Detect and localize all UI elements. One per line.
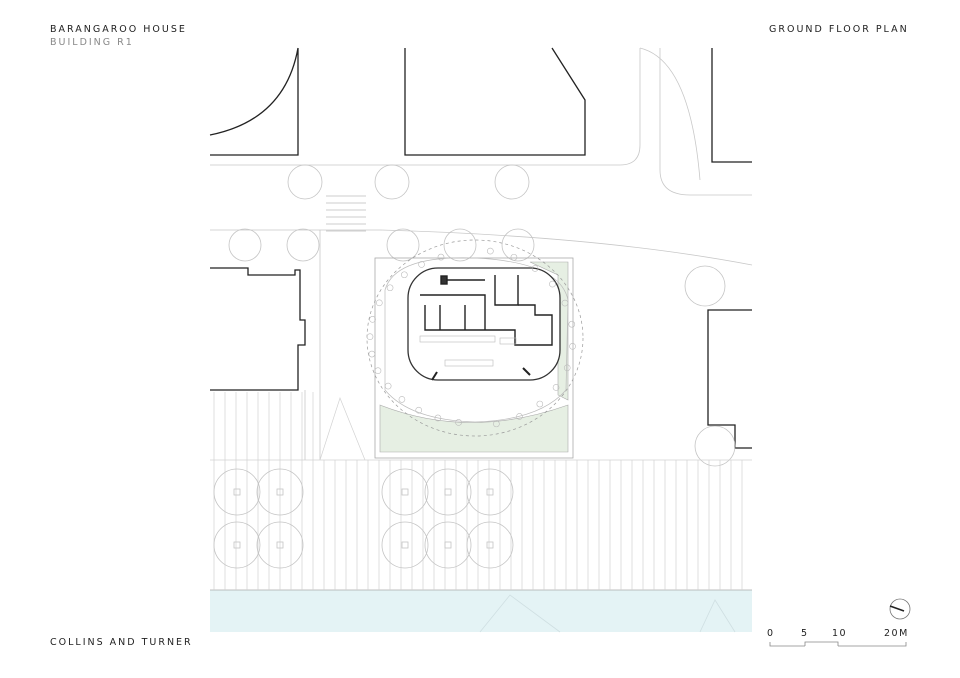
canopy-outline [366,239,584,437]
building-west [210,267,306,391]
seat [561,299,569,307]
scale-bar [769,641,907,647]
seat [549,280,556,288]
harbour-water [210,590,752,632]
building-north-centre [404,47,586,156]
seat [552,384,560,391]
tree-canopy [424,468,472,516]
terrace-edge [384,257,569,423]
building-north-east [711,48,752,163]
seat [455,419,462,426]
scale-label-10: 10 [832,628,848,639]
architect-credit: COLLINS AND TURNER [50,637,193,648]
seat [415,406,423,414]
seat [569,342,576,350]
seat [510,253,518,261]
seat [386,284,394,292]
ramp [319,396,366,461]
plaza-trees [213,468,514,569]
tree-canopy [466,468,514,516]
tree-pit [276,488,284,496]
street-trees [228,164,736,467]
scale-label-5: 5 [801,628,809,639]
tree-pit [276,541,284,549]
seat [434,414,442,422]
seat [563,364,571,372]
north-arrow-icon [889,598,911,620]
seat [376,299,383,307]
tree-pit [486,488,494,496]
seat [493,420,500,428]
seat [368,350,376,358]
tree-pit [401,541,409,549]
seat [487,247,494,255]
tree-pit [444,541,452,549]
tree-canopy [256,468,304,516]
building-north-west [209,47,299,156]
tree-canopy [381,468,429,516]
water-edge-lines [210,589,752,633]
seat [401,271,408,279]
adjacent-buildings [209,47,752,449]
seat [516,413,523,420]
building-east [707,309,752,449]
project-title: BARANGAROO HOUSE [50,24,187,35]
tree-canopy [466,521,514,569]
lawn [379,404,569,453]
paving-pattern [210,392,752,590]
seat [568,320,576,328]
seat [384,382,392,390]
tree-pit [233,488,241,496]
seat [536,400,544,408]
tree-pit [444,488,452,496]
seat [366,333,374,340]
seat [398,396,406,403]
scale-label-0: 0 [767,628,775,639]
seat [531,265,539,272]
drawing-title: GROUND FLOOR PLAN [769,24,909,35]
tree-pit [401,488,409,496]
outdoor-seating [366,247,576,428]
tree-canopy [213,468,261,516]
seat [437,253,445,261]
seat [418,261,425,268]
seat [374,367,382,375]
building-r1-footprint [407,267,561,381]
scale-label-20m: 20M [884,628,909,639]
building-core [420,275,553,346]
pedestrian-crossing [326,195,366,232]
building-label: BUILDING R1 [50,37,134,48]
seat [369,316,376,323]
tree-canopy [213,521,261,569]
road-edges [210,47,753,460]
furniture [419,335,531,381]
tree-canopy [256,521,304,569]
tree-canopy [381,521,429,569]
tree-canopy [424,521,472,569]
tree-pit [233,541,241,549]
tree-pit [486,541,494,549]
